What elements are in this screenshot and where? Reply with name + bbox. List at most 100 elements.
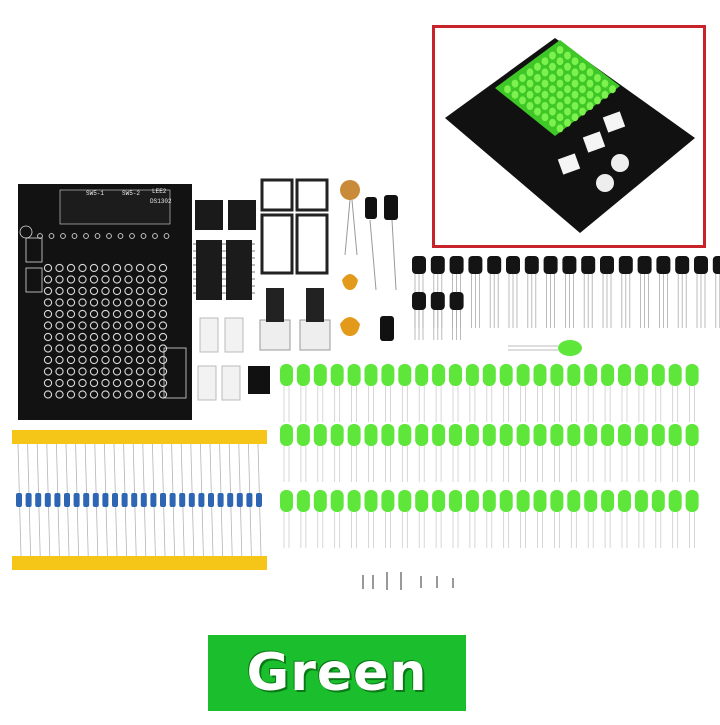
ic-pin [223,257,226,259]
pcb-hole [158,390,168,399]
green-led [668,424,682,446]
inset-led [579,85,586,94]
resistor [217,493,224,507]
ic-pin [223,250,226,252]
green-led [584,490,598,512]
green-led [601,364,615,386]
transistor [468,256,483,274]
pcb-hole [101,263,110,273]
ic-pin [193,257,196,259]
inset-led [564,107,571,116]
inset-led [541,57,549,66]
pcb-hole [112,286,122,296]
inset-led [549,107,556,116]
pcb-hole [158,309,168,319]
pcb-hole [55,367,64,376]
resistor [236,493,243,507]
green-led [533,490,547,512]
inset-led [541,90,549,99]
pcb-hole [43,355,53,365]
pcb-hole [89,321,99,330]
pcb-hole [43,321,53,330]
pcb-hole [112,378,122,388]
transistor [694,256,708,274]
ic-pin [193,264,196,266]
pcb-hole [124,309,133,319]
transistor [430,256,445,274]
green-led [651,424,665,446]
green-led [398,490,412,512]
green-led [449,490,462,512]
pcb-hole [147,367,156,376]
green-led [398,364,412,386]
pcb-hole [55,263,64,273]
pcb-hole [158,344,168,353]
loose-led [508,340,582,356]
pcb-hole [124,378,133,388]
pcb-hole [147,309,156,319]
inset-led [549,62,556,71]
pcb-hole [89,309,99,319]
pcb-hole [66,378,76,388]
pcb-hole [89,344,99,353]
resistor [73,493,80,507]
pcb-hole [158,367,168,376]
green-led [651,364,665,386]
transistors [412,256,720,340]
inset-led [594,96,601,105]
inset-led [541,102,549,110]
transistor [449,292,464,310]
pcb-hole [101,298,110,307]
pcb-hole [147,355,156,365]
pcb-hole [101,378,110,388]
resistor [54,493,61,507]
inset-led [571,90,579,99]
resistor [150,493,157,507]
green-led [280,490,293,512]
pcb-hole [135,367,145,376]
pcb-hole [60,233,66,239]
pcb-hole [55,321,64,330]
pcb-hole [66,332,76,342]
inset-led [564,62,571,71]
green-led [584,424,598,446]
green-led [364,490,378,512]
pcb-hole [101,355,110,365]
pcb-hole [43,332,53,342]
pcb-hole [89,263,99,273]
green-led [432,424,446,446]
led-array [280,364,699,548]
pcb-hole [55,378,64,388]
resistor [92,493,99,507]
resistor [198,493,205,507]
green-led [584,364,598,386]
pcb-hole [158,286,168,296]
pcb-hole [55,355,64,365]
green-led [550,490,564,512]
pcb-hole [112,263,122,273]
pcb-hole [89,378,99,388]
inset-led [534,62,541,71]
resistor [16,493,22,507]
green-led [313,490,327,512]
pcb-hole [124,298,133,307]
pcb-hole [135,298,145,307]
green-led [415,490,429,512]
inset-led [594,74,601,82]
pcb-hole [158,275,168,284]
green-led [449,364,462,386]
inset-led [586,102,594,110]
pcb-hole [66,263,76,273]
transistor [412,256,426,274]
pcb-marking: DS1302 [150,198,172,205]
inset-led [511,90,519,99]
inset-led [556,46,564,54]
pcb-hole [43,378,53,388]
green-led [330,490,344,512]
inset-led [571,113,579,122]
green-led [347,364,361,386]
pcb-hole [124,286,133,296]
inset-led [534,107,541,116]
potentiometers-and-switches [197,288,331,401]
green-led [533,424,547,446]
